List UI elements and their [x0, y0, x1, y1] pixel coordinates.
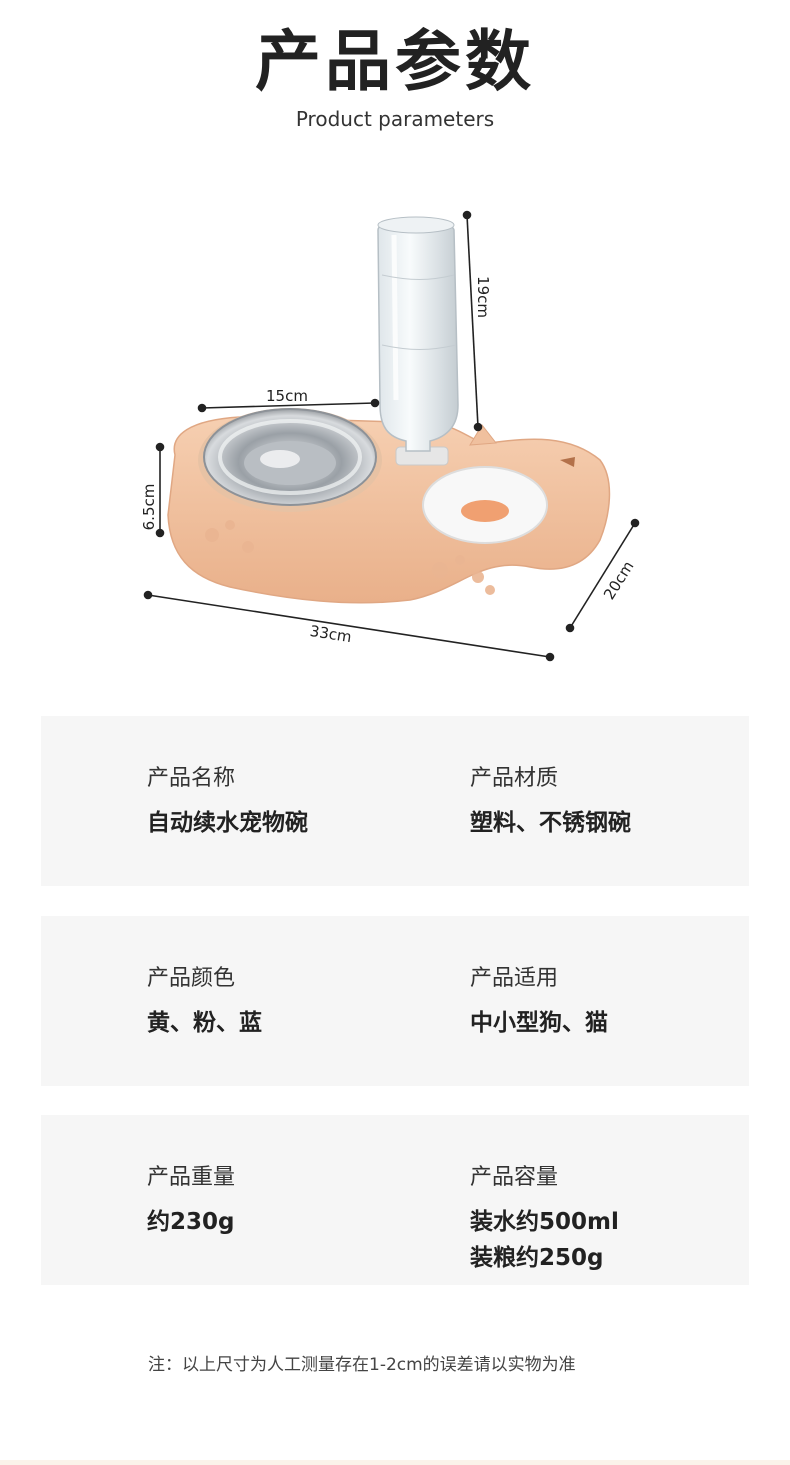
- product-diagram: 19cm 15cm 6.5cm 33cm 20cm: [140, 210, 640, 662]
- spec-value-capacity-water: 装水约500ml: [470, 1209, 619, 1235]
- spec-value-suitable: 中小型狗、猫: [470, 1010, 608, 1036]
- spec-label-name: 产品名称: [147, 766, 236, 791]
- spec-value-name: 自动续水宠物碗: [147, 810, 308, 836]
- spec-panel-2: 产品颜色 黄、粉、蓝 产品适用 中小型狗、猫: [41, 916, 749, 1086]
- measurement-note: 注：以上尺寸为人工测量存在1-2cm的误差请以实物为准: [148, 1355, 576, 1375]
- page-title: 产品参数: [255, 23, 535, 100]
- dim-bowl-diameter: 15cm: [266, 387, 308, 405]
- spec-label-material: 产品材质: [470, 766, 559, 791]
- dim-bottle-height: 19cm: [474, 276, 492, 318]
- spec-label-color: 产品颜色: [147, 966, 236, 991]
- bottom-strip: [0, 1460, 790, 1465]
- spec-panel-3: 产品重量 约230g 产品容量 装水约500ml 装粮约250g: [41, 1115, 749, 1285]
- spec-label-suitable: 产品适用: [470, 966, 559, 991]
- spec-value-weight: 约230g: [147, 1209, 235, 1235]
- spec-value-color: 黄、粉、蓝: [147, 1010, 262, 1036]
- spec-label-weight: 产品重量: [147, 1165, 236, 1190]
- spec-value-material: 塑料、不锈钢碗: [470, 810, 631, 836]
- page-subtitle: Product parameters: [295, 107, 495, 131]
- dim-base-height: 6.5cm: [140, 484, 158, 531]
- water-dish: [422, 466, 548, 544]
- dim-depth: 20cm: [600, 558, 637, 603]
- spec-value-capacity-food: 装粮约250g: [470, 1245, 604, 1271]
- dimension-lines: [143, 210, 640, 662]
- steel-bowl: [198, 408, 382, 512]
- spec-panel-1: 产品名称 自动续水宠物碗 产品材质 塑料、不锈钢碗: [41, 716, 749, 886]
- water-bottle: [377, 216, 459, 466]
- spec-label-capacity: 产品容量: [470, 1165, 559, 1190]
